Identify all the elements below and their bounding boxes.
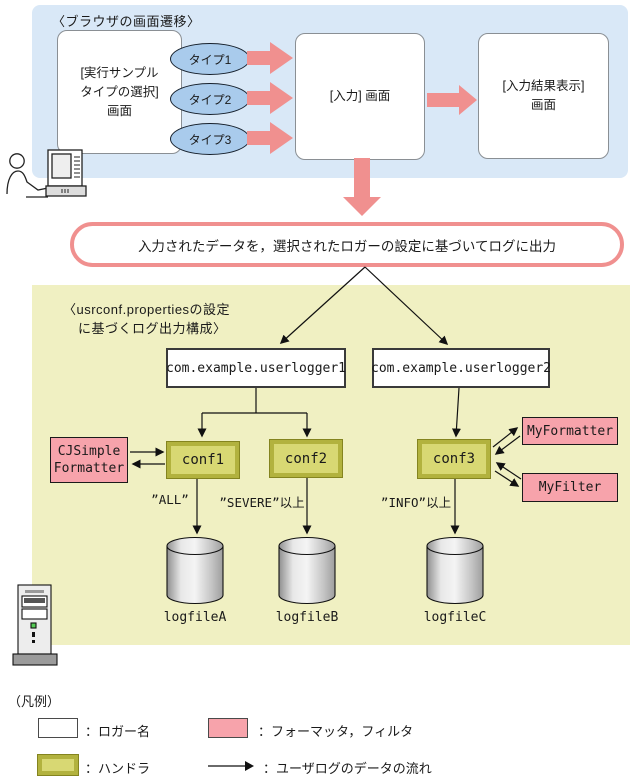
select-screen-line3: 画面	[106, 103, 132, 118]
log-config-title-line2: に基づくログ出力構成〉	[78, 321, 227, 336]
legend-handler-label: ：ハンドラ	[85, 761, 151, 776]
legend-flow-label: ：ユーザログのデータの流れ	[263, 761, 432, 776]
conf2-box: conf2	[269, 439, 343, 478]
legend-logger-label: ：ロガー名	[85, 724, 151, 739]
conf1-box: conf1	[166, 441, 240, 479]
logfileB-label: logfileB	[275, 610, 339, 625]
result-screen-line2: 画面	[530, 98, 556, 112]
conf3-label: conf3	[432, 451, 476, 467]
conf1-label: conf1	[181, 452, 225, 468]
legend-logger-swatch	[38, 718, 78, 738]
legend-title: （凡例）	[8, 694, 61, 709]
log-output-banner: 入力されたデータを，選択されたロガーの設定に基づいてログに出力	[70, 222, 624, 267]
result-screen-box: [入力結果表示] 画面	[478, 33, 609, 159]
level-info-label: ”INFO”以上	[380, 495, 452, 510]
logger1-box: com.example.userlogger1	[166, 348, 346, 388]
cjsimple-formatter-box: CJSimple Formatter	[50, 437, 128, 483]
level-severe-label: ”SEVERE”以上	[219, 495, 305, 510]
legend-formatter-swatch	[208, 718, 248, 738]
input-screen-box: [入力] 画面	[295, 33, 425, 160]
logfileA-label: logfileA	[163, 610, 227, 625]
legend-handler-swatch	[37, 754, 79, 776]
logger1-label: com.example.userlogger1	[166, 360, 347, 376]
result-screen-line1: [入力結果表示]	[502, 79, 585, 93]
log-config-title-line1: 〈usrconf.propertiesの設定	[63, 302, 231, 317]
logger2-box: com.example.userlogger2	[371, 348, 552, 388]
myfilter-label: MyFilter	[538, 480, 602, 495]
type1-label: タイプ1	[188, 52, 232, 67]
myformatter-box: MyFormatter	[522, 417, 618, 445]
select-screen-line1: [実行サンプル	[80, 65, 159, 80]
browser-flow-title: 〈ブラウザの画面遷移〉	[52, 14, 201, 29]
type3-label: タイプ3	[188, 132, 232, 147]
log-output-banner-text: 入力されたデータを，選択されたロガーの設定に基づいてログに出力	[137, 238, 557, 254]
level-all-label: ”ALL”	[151, 492, 189, 507]
cjsimple-formatter-line1: CJSimple	[57, 444, 121, 459]
type2-label: タイプ2	[188, 92, 232, 107]
myfilter-box: MyFilter	[522, 473, 618, 502]
myformatter-label: MyFormatter	[526, 423, 614, 439]
type3-oval: タイプ3	[170, 123, 250, 155]
input-screen-label: [入力] 画面	[329, 89, 391, 103]
legend-flow-arrow-icon	[208, 761, 254, 771]
conf2-label: conf2	[284, 450, 328, 467]
legend-formatter-label: ：フォーマッタ，フィルタ	[258, 724, 414, 739]
conf3-box: conf3	[417, 439, 491, 479]
type1-oval: タイプ1	[170, 43, 250, 75]
logger2-label: com.example.userlogger2	[371, 360, 552, 376]
logfileC-label: logfileC	[423, 610, 487, 625]
type2-oval: タイプ2	[170, 83, 250, 115]
select-screen-box: [実行サンプル タイプの選択] 画面	[57, 30, 182, 154]
select-screen-line2: タイプの選択]	[80, 84, 159, 99]
cjsimple-formatter-line2: Formatter	[53, 461, 125, 476]
